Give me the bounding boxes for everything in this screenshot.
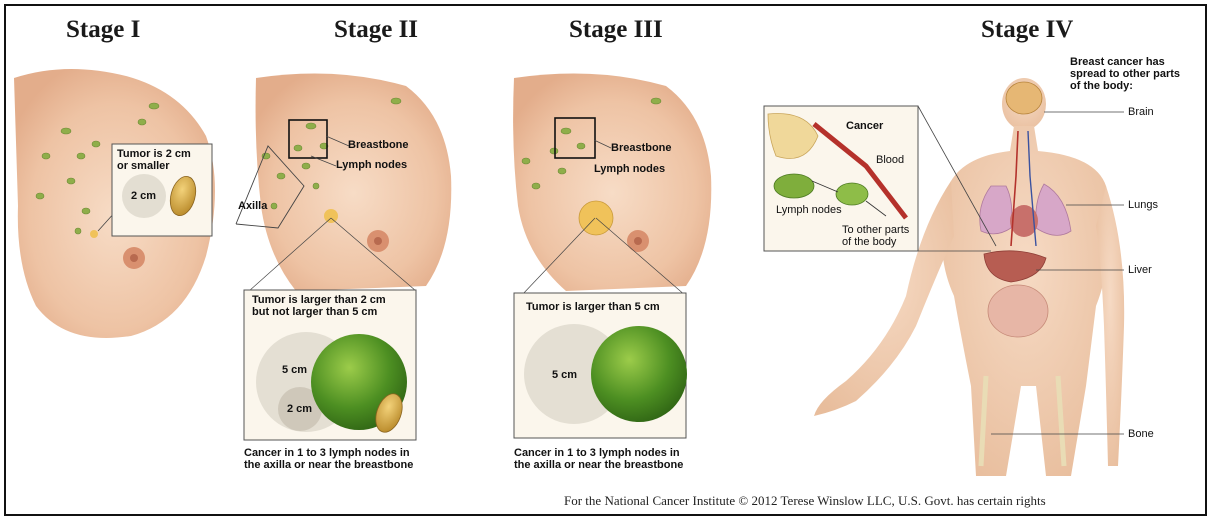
organ-label-lungs: Lungs bbox=[1128, 199, 1158, 211]
copyright-credit: For the National Cancer Institute © 2012… bbox=[564, 493, 1046, 509]
staging-illustration bbox=[6, 6, 1209, 518]
stage2-breast-art bbox=[236, 74, 451, 292]
figure-frame: Stage I Stage II Stage III Stage IV Tumo… bbox=[4, 4, 1207, 516]
stage1-title: Stage I bbox=[66, 16, 140, 44]
stage3-tumor-label: Tumor is larger than 5 cm bbox=[526, 301, 660, 313]
stage2-tumor-label: Tumor is larger than 2 cm but not larger… bbox=[252, 294, 386, 318]
stage3-title: Stage III bbox=[569, 16, 663, 44]
stage2-axilla-label: Axilla bbox=[238, 200, 267, 212]
organ-label-liver: Liver bbox=[1128, 264, 1152, 276]
stage2-size-small: 2 cm bbox=[287, 403, 312, 415]
stage4-blood-label: Blood bbox=[876, 154, 904, 166]
stage3-lymph-nodes-label: Lymph nodes bbox=[594, 163, 665, 175]
stage2-lymph-nodes-label: Lymph nodes bbox=[336, 159, 407, 171]
stage4-title: Stage IV bbox=[981, 16, 1073, 44]
stage2-breastbone-label: Breastbone bbox=[348, 139, 409, 151]
stage1-tumor-label: Tumor is 2 cm or smaller bbox=[117, 148, 191, 172]
stage4-inset-title: Cancer bbox=[846, 120, 883, 132]
stage3-caption: Cancer in 1 to 3 lymph nodes in the axil… bbox=[514, 447, 683, 471]
organ-label-bone: Bone bbox=[1128, 428, 1154, 440]
stage3-breast-art bbox=[513, 74, 711, 297]
stage4-lymph-nodes-label: Lymph nodes bbox=[776, 204, 842, 216]
stage3-breastbone-label: Breastbone bbox=[611, 142, 672, 154]
stage4-other-parts-label: To other parts of the body bbox=[842, 224, 909, 248]
stage3-size-large: 5 cm bbox=[552, 369, 577, 381]
stage2-caption: Cancer in 1 to 3 lymph nodes in the axil… bbox=[244, 447, 413, 471]
stage2-size-large: 5 cm bbox=[282, 364, 307, 376]
stage4-heading: Breast cancer has spread to other parts … bbox=[1070, 56, 1180, 92]
stage2-title: Stage II bbox=[334, 16, 418, 44]
organ-label-brain: Brain bbox=[1128, 106, 1154, 118]
stage1-size-label: 2 cm bbox=[131, 190, 156, 202]
